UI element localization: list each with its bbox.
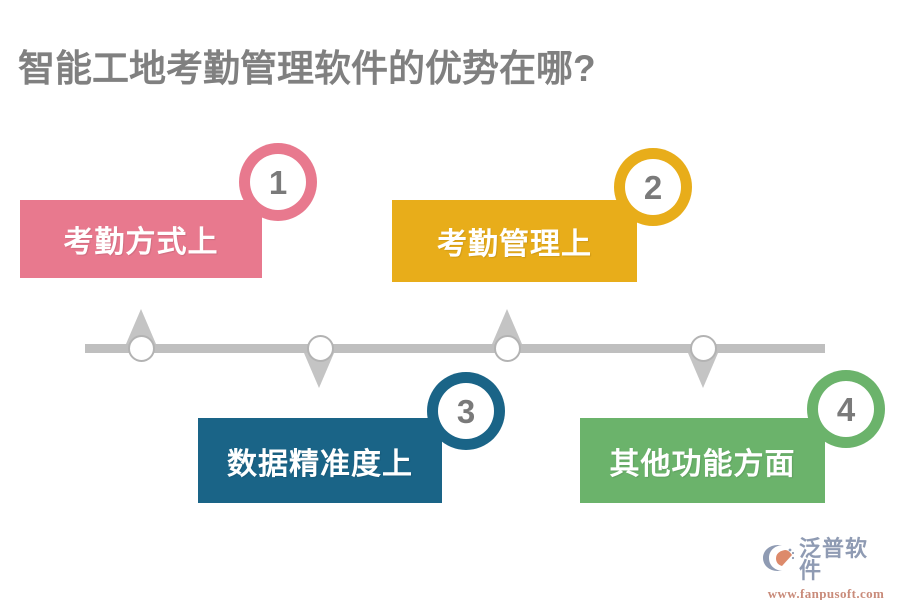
item-box-3[interactable]: 数据精准度上 [198, 418, 442, 503]
item-badge-2: 2 [625, 159, 681, 215]
item-badge-1: 1 [250, 154, 306, 210]
item-box-4[interactable]: 其他功能方面 [580, 418, 825, 503]
timeline-node-3[interactable] [494, 335, 521, 362]
item-label-4: 其他功能方面 [609, 447, 796, 481]
brand-url: www.fanpusoft.com [767, 586, 885, 600]
timeline-node-1[interactable] [128, 335, 155, 362]
item-badge-3: 3 [438, 383, 494, 439]
timeline-node-2[interactable] [307, 335, 334, 362]
page-title: 智能工地考勤管理软件的优势在哪? [18, 48, 596, 89]
brand-name: 泛普软件 [799, 536, 869, 583]
item-badge-number-1: 1 [268, 163, 288, 201]
item-badge-number-3: 3 [456, 392, 476, 430]
item-badge-number-4: 4 [836, 390, 856, 428]
timeline-node-4[interactable] [690, 335, 717, 362]
item-label-2: 考勤管理上 [437, 228, 592, 261]
fanpu-logo-icon [762, 543, 796, 578]
item-box-2[interactable]: 考勤管理上 [392, 200, 637, 282]
item-label-3: 数据精准度上 [227, 447, 413, 481]
item-box-1[interactable]: 考勤方式上 [20, 200, 262, 278]
brand-logo: 泛普软件 www.fanpusoft.com [762, 536, 890, 600]
item-badge-number-2: 2 [643, 168, 663, 206]
item-label-1: 考勤方式上 [63, 226, 219, 259]
timeline-axis [85, 344, 825, 353]
item-badge-4: 4 [818, 381, 874, 437]
